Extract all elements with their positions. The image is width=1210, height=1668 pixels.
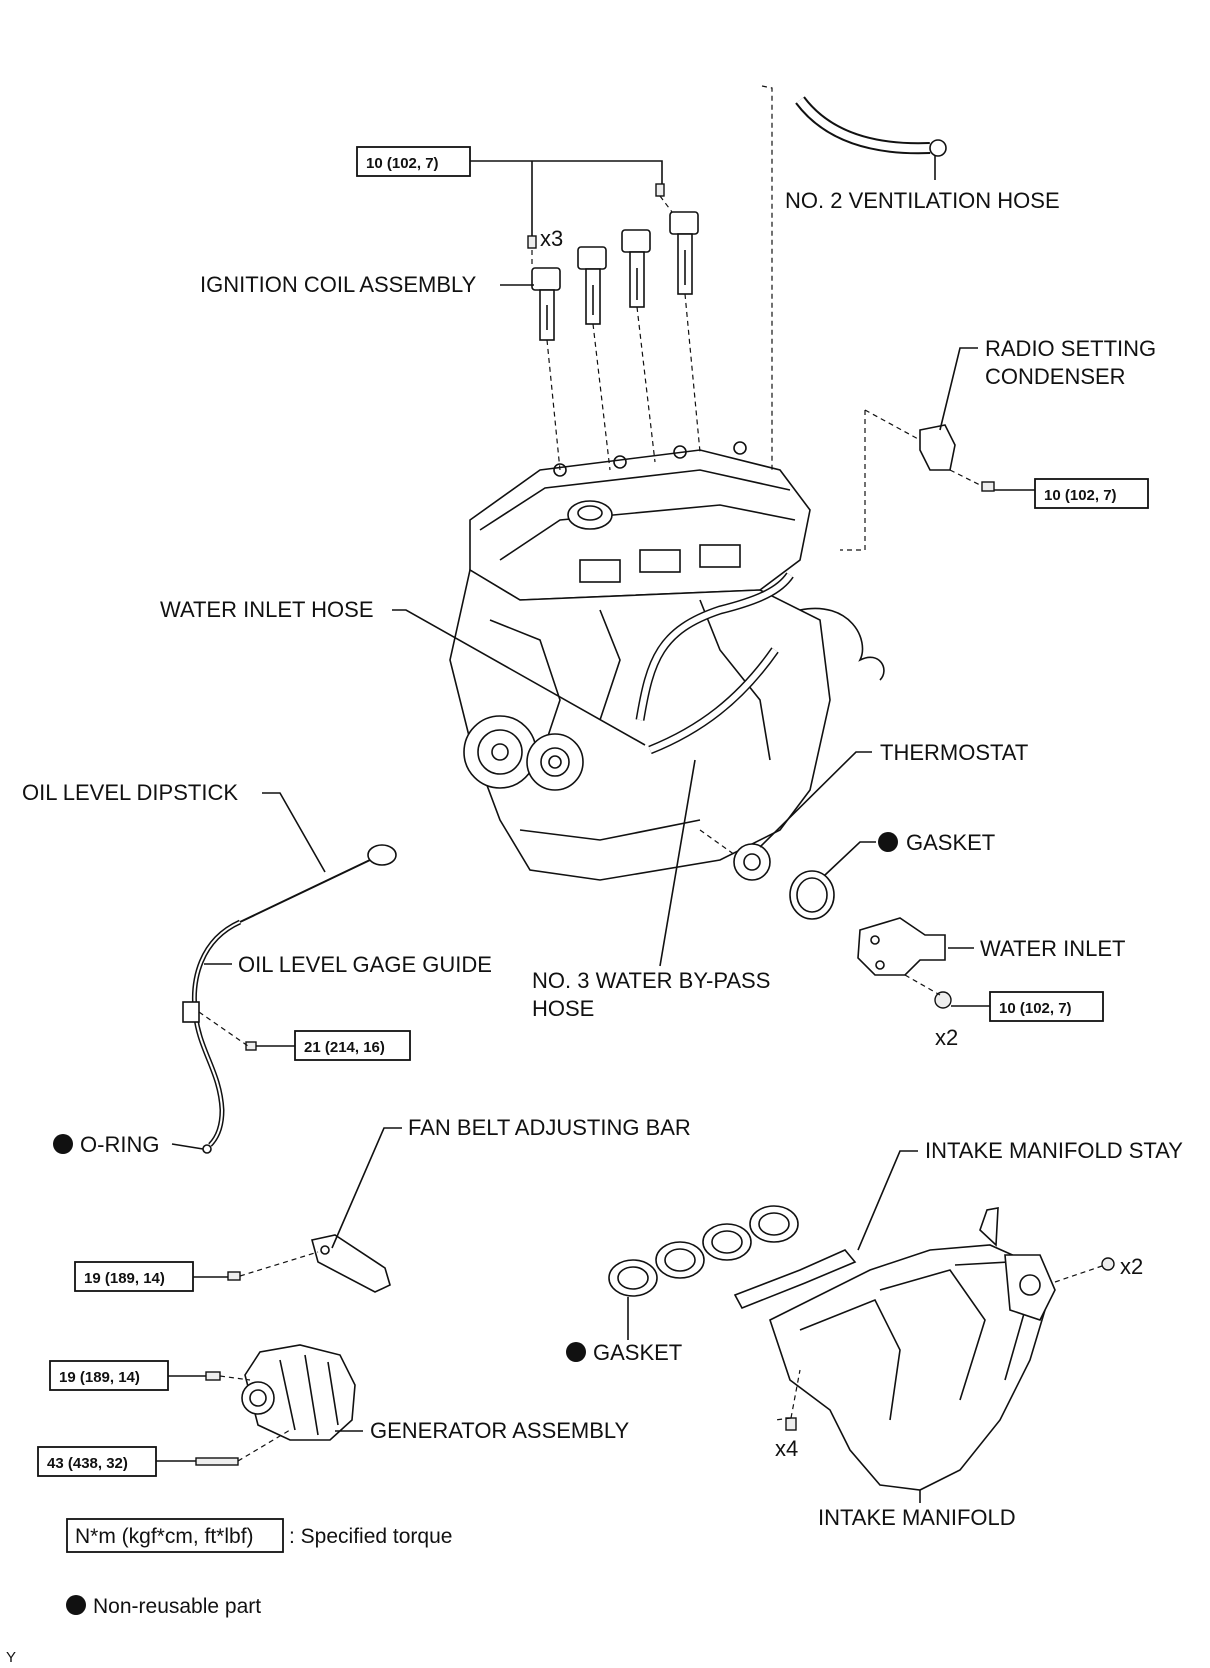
label-bypass-hose-line1: NO. 3 WATER BY-PASS bbox=[532, 968, 770, 993]
torque-box-water-inlet bbox=[989, 991, 1104, 1022]
corner-mark: Y bbox=[6, 1649, 16, 1666]
coil-leader-2 bbox=[592, 323, 611, 471]
intake-stay-part bbox=[733, 1249, 857, 1310]
torque-text-condenser: 10 (102, 7) bbox=[1044, 487, 1117, 504]
label-thermostat: THERMOSTAT bbox=[880, 740, 1028, 765]
legend-torque-units: N*m (kgf*cm, ft*lbf) bbox=[75, 1525, 254, 1548]
intake-manifold-part bbox=[769, 1207, 1115, 1491]
qty-manifold-nuts: x2 bbox=[1120, 1254, 1143, 1279]
torque-box-condenser bbox=[1034, 478, 1149, 509]
nonreusable-dot-gasket-upper bbox=[878, 832, 898, 852]
torque-text-water-inlet: 10 (102, 7) bbox=[999, 1000, 1072, 1017]
label-intake-stay: INTAKE MANIFOLD STAY bbox=[925, 1138, 1183, 1163]
qty-coil: x3 bbox=[540, 226, 563, 251]
qty-water-inlet: x2 bbox=[935, 1025, 958, 1050]
label-oil-gage-guide: OIL LEVEL GAGE GUIDE bbox=[238, 952, 492, 977]
legend-nonreusable-dot bbox=[66, 1595, 86, 1615]
gasket-upper-leader bbox=[824, 841, 876, 876]
torque-text-gage-guide: 21 (214, 16) bbox=[304, 1039, 385, 1056]
thermostat-dash bbox=[699, 829, 736, 856]
ventilation-hose-part bbox=[795, 96, 947, 157]
thermostat-leader bbox=[759, 751, 872, 848]
oil-dipstick-part bbox=[239, 844, 397, 923]
legend-torque-desc: : Specified torque bbox=[289, 1525, 452, 1548]
coil-leader-1 bbox=[546, 339, 561, 471]
fan-belt-bar-leader bbox=[331, 1127, 402, 1249]
torque-text-coil: 10 (102, 7) bbox=[366, 155, 439, 172]
torque-box-fan-belt bbox=[74, 1261, 194, 1292]
label-water-inlet-hose: WATER INLET HOSE bbox=[160, 597, 374, 622]
label-intake-manifold: INTAKE MANIFOLD bbox=[818, 1505, 1016, 1530]
fan-belt-bar-part bbox=[227, 1234, 391, 1293]
gasket-upper-part bbox=[789, 870, 835, 920]
label-ventilation-hose: NO. 2 VENTILATION HOSE bbox=[785, 188, 1060, 213]
nonreusable-dot-gasket-lower bbox=[566, 1342, 586, 1362]
label-generator: GENERATOR ASSEMBLY bbox=[370, 1418, 630, 1443]
label-bypass-hose-line2: HOSE bbox=[532, 996, 594, 1021]
coil-bolt-leader-2 bbox=[659, 195, 673, 213]
qty-manifold-bolts: x4 bbox=[775, 1436, 798, 1461]
label-gasket-lower: GASKET bbox=[593, 1340, 682, 1365]
coil-leader-3 bbox=[636, 306, 656, 463]
engine-block bbox=[449, 441, 885, 881]
label-fan-belt-bar: FAN BELT ADJUSTING BAR bbox=[408, 1115, 691, 1140]
label-radio-condenser-line2: CONDENSER bbox=[985, 364, 1126, 389]
water-inlet-part bbox=[857, 917, 952, 1009]
gasket-lower-part bbox=[608, 1205, 799, 1297]
ventilation-hose-leader bbox=[761, 85, 773, 470]
manifold-nut-dash bbox=[1054, 1265, 1103, 1283]
generator-part bbox=[195, 1344, 356, 1466]
thermostat-part bbox=[733, 843, 771, 881]
torque-box-generator-1 bbox=[49, 1360, 169, 1391]
water-inlet-hose-leader bbox=[392, 609, 646, 746]
label-gasket-upper: GASKET bbox=[906, 830, 995, 855]
generator-dash-2 bbox=[237, 1429, 291, 1462]
label-radio-condenser-line1: RADIO SETTING bbox=[985, 336, 1156, 361]
intake-stay-leader bbox=[857, 1150, 918, 1251]
coil-leader-4 bbox=[684, 293, 701, 453]
radio-condenser-leader bbox=[939, 347, 978, 431]
nonreusable-dot-o-ring bbox=[53, 1134, 73, 1154]
radio-condenser-dash bbox=[840, 409, 983, 551]
legend-torque-box bbox=[66, 1518, 284, 1553]
fan-belt-bar-dash bbox=[239, 1251, 319, 1277]
oil-dipstick-leader bbox=[262, 792, 326, 873]
torque-text-fan-belt: 19 (189, 14) bbox=[84, 1270, 165, 1287]
coil-torque-leader bbox=[470, 160, 663, 236]
label-o-ring: O-RING bbox=[80, 1132, 159, 1157]
manifold-bolt-dash bbox=[774, 1369, 801, 1421]
bypass-hose-leader bbox=[659, 759, 696, 967]
torque-text-generator-2: 43 (438, 32) bbox=[47, 1455, 128, 1472]
legend-nonreusable-desc: Non-reusable part bbox=[93, 1595, 261, 1618]
ignition-coils bbox=[527, 183, 699, 341]
label-water-inlet: WATER INLET bbox=[980, 936, 1125, 961]
label-oil-dipstick: OIL LEVEL DIPSTICK bbox=[22, 780, 238, 805]
torque-box-generator-2 bbox=[37, 1446, 157, 1477]
torque-text-generator-1: 19 (189, 14) bbox=[59, 1369, 140, 1386]
o-ring-leader bbox=[171, 1143, 204, 1150]
water-inlet-dash bbox=[904, 974, 941, 996]
oil-gage-guide-dash bbox=[198, 1011, 249, 1047]
label-ignition-coil: IGNITION COIL ASSEMBLY bbox=[200, 272, 477, 297]
radio-condenser-part bbox=[919, 424, 995, 492]
